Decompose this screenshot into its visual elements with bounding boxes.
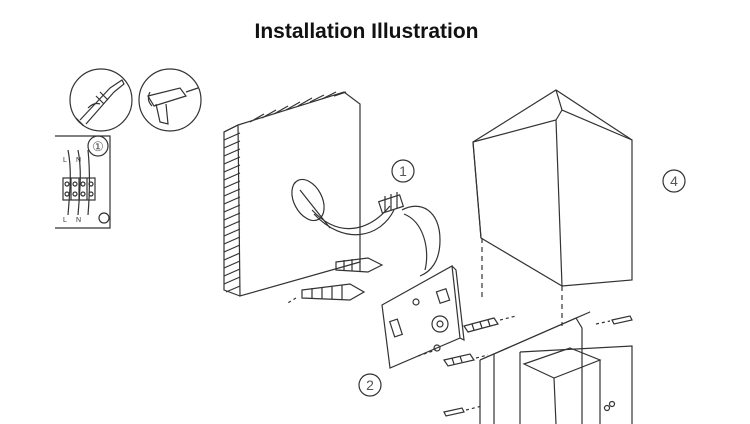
terminal-connector-icon	[377, 192, 405, 214]
wall-plate-icon	[381, 265, 465, 369]
wall-section	[223, 91, 361, 297]
anchor-plug-icon	[285, 257, 384, 305]
wall-hole	[291, 178, 325, 222]
supply-wires	[311, 205, 441, 277]
screwdriver-icon	[69, 68, 133, 132]
wiring-inset: ① L N L N	[55, 135, 111, 229]
lamp-body-icon	[479, 311, 633, 424]
cube-lamp-icon	[472, 89, 633, 326]
wire-label-l-top: L	[63, 157, 67, 164]
wire-label-n-top: N	[76, 157, 81, 164]
step4-callout-number: 4	[670, 173, 678, 189]
wire-label-l-bottom: L	[63, 217, 67, 224]
step2-callout-number: 2	[366, 377, 374, 393]
wire-label-n-bottom: N	[76, 217, 81, 224]
screw-icon	[443, 315, 633, 417]
step1-callout-circle	[391, 159, 415, 183]
step4-callout-circle	[662, 169, 686, 193]
step2-callout-circle	[358, 373, 382, 397]
inset-callout-number: ①	[92, 139, 104, 154]
step1-callout-number: 1	[399, 163, 407, 179]
drill-icon	[138, 68, 202, 132]
page-title: Installation Illustration	[254, 20, 479, 43]
inset-callout-circle	[87, 135, 109, 157]
